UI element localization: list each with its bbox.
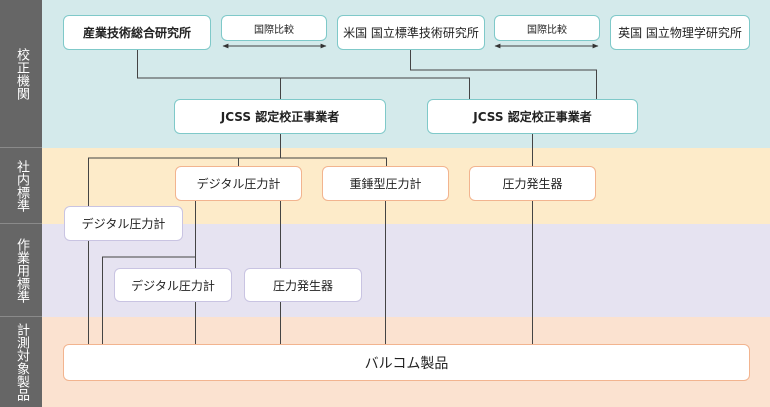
- node-internal-generator[interactable]: 圧力発生器: [469, 166, 596, 201]
- node-label: 国際比較: [527, 24, 567, 36]
- node-nist[interactable]: 米国 国立標準技術研究所: [337, 15, 485, 50]
- node-label: デジタル圧力計: [131, 278, 215, 293]
- node-label: デジタル圧力計: [81, 217, 166, 231]
- band-label-text: 作業用標準: [14, 237, 29, 303]
- line-internal-bus: [88, 157, 387, 345]
- node-label: JCSS 認定校正事業者: [473, 110, 592, 124]
- band-label-working: 作業用標準: [0, 224, 42, 317]
- node-npl[interactable]: 英国 国立物理学研究所: [610, 15, 750, 50]
- node-jcss-2[interactable]: JCSS 認定校正事業者: [427, 99, 638, 134]
- node-product[interactable]: バルコム製品: [63, 344, 750, 381]
- node-label: JCSS 認定校正事業者: [220, 110, 340, 124]
- line-aist-jcss2: [137, 49, 470, 99]
- node-comparison-1[interactable]: 国際比較: [221, 15, 327, 41]
- node-label: 産業技術総合研究所: [82, 26, 191, 40]
- band-label-text: 計測対象製品: [14, 323, 29, 401]
- band-label-text: 社内標準: [14, 159, 29, 212]
- node-label: 英国 国立物理学研究所: [618, 26, 742, 40]
- band-label-text: 校正機関: [14, 47, 29, 100]
- node-internal-digital-gauge[interactable]: デジタル圧力計: [175, 166, 302, 201]
- node-label: 圧力発生器: [502, 177, 563, 191]
- node-comparison-2[interactable]: 国際比較: [494, 15, 600, 41]
- node-working-generator[interactable]: 圧力発生器: [244, 268, 362, 302]
- node-working-digital-gauge[interactable]: デジタル圧力計: [114, 268, 232, 302]
- band-label-internal: 社内標準: [0, 148, 42, 224]
- band-label-calibration: 校正機関: [0, 0, 42, 148]
- node-label: 米国 国立標準技術研究所: [343, 26, 479, 40]
- node-aist[interactable]: 産業技術総合研究所: [63, 15, 211, 50]
- node-left-digital-gauge[interactable]: デジタル圧力計: [64, 206, 183, 241]
- node-label: 重錘型圧力計: [349, 177, 422, 191]
- node-internal-deadweight[interactable]: 重錘型圧力計: [322, 166, 449, 201]
- node-label: デジタル圧力計: [196, 177, 281, 191]
- line-digital-work: [102, 200, 196, 345]
- sidebar: 校正機関 社内標準 作業用標準 計測対象製品: [0, 0, 42, 407]
- band-label-product: 計測対象製品: [0, 317, 42, 407]
- node-label: 国際比較: [254, 24, 294, 36]
- node-label: 圧力発生器: [272, 278, 333, 293]
- node-label: バルコム製品: [364, 355, 449, 372]
- line-nist-jcss2: [410, 49, 597, 99]
- node-jcss-1[interactable]: JCSS 認定校正事業者: [174, 99, 386, 134]
